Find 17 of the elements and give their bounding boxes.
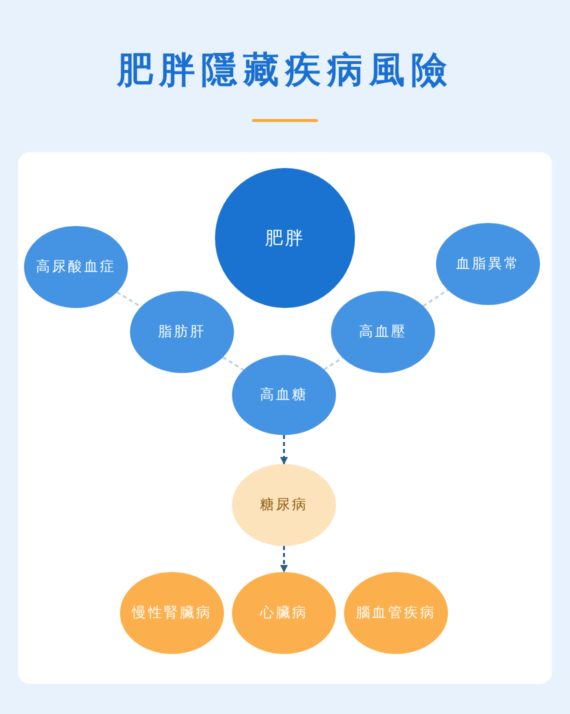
node-label: 糖尿病 — [260, 496, 308, 514]
dashed-arrow — [280, 546, 288, 573]
node-label: 高血壓 — [359, 322, 407, 342]
dashed-connector — [222, 356, 244, 371]
node-label: 脂肪肝 — [158, 322, 206, 342]
node-label: 肥胖 — [265, 226, 305, 250]
node-label: 心臟病 — [260, 604, 308, 622]
dashed-connector — [422, 289, 448, 307]
node-label: 腦血管疾病 — [356, 604, 436, 622]
node-label: 慢性腎臟病 — [132, 604, 212, 622]
dashed-connector — [324, 356, 344, 370]
node-label: 血脂異常 — [456, 254, 520, 274]
dashed-connector — [116, 291, 142, 308]
node-label: 高血糖 — [260, 386, 308, 404]
title: 肥胖隱藏疾病風險 — [116, 49, 454, 93]
dashed-arrow — [280, 435, 288, 465]
node-label: 高尿酸血症 — [36, 258, 116, 276]
